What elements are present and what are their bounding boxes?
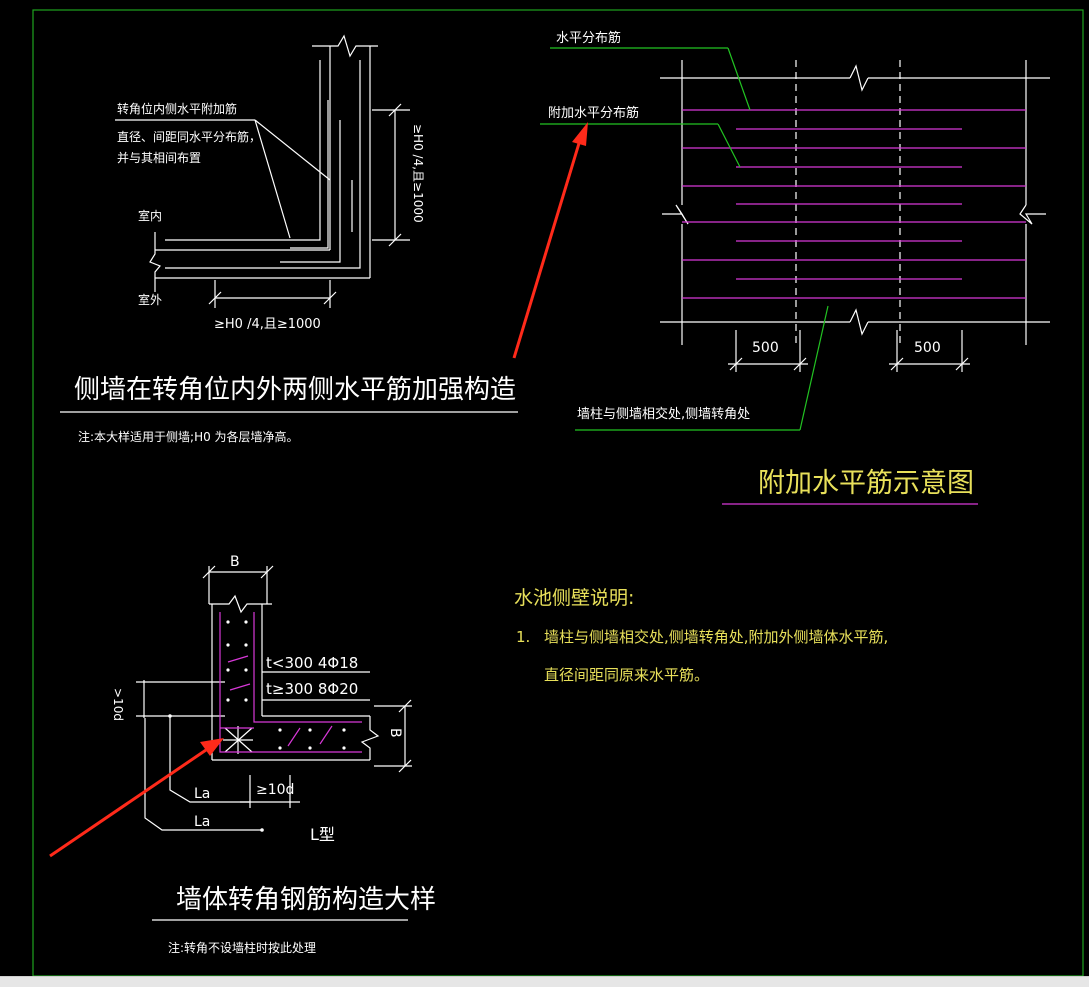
diagram-l-corner-detail [136, 565, 412, 921]
diagram-corner-horizontal-bars [60, 34, 518, 413]
red-arrow-top [512, 122, 588, 359]
anchorage-length-2: La [194, 814, 210, 830]
notes-item-line-1: 墙柱与侧墙相交处,侧墙转角处,附加外侧墙体水平筋, [544, 628, 888, 646]
dimension-10d-bottom: ≥10d [256, 782, 294, 798]
red-arrow-bottom [49, 738, 224, 858]
l-corner-note: 注:转角不设墙柱时按此处理 [168, 940, 316, 955]
dimension-b-top: B [230, 554, 240, 570]
dimension-500-left: 500 [752, 340, 779, 356]
corner-bar-label-1: 转角位内侧水平附加筋 [117, 101, 237, 116]
corner-bar-label-2: 直径、间距同水平分布筋， [117, 129, 261, 144]
notes-item-line-2: 直径间距同原来水平筋。 [544, 666, 709, 684]
notes-item-number: 1. [516, 628, 530, 646]
notes-heading: 水池侧壁说明: [514, 587, 634, 609]
indoor-label: 室内 [138, 208, 162, 223]
dimension-b-side: B [387, 728, 403, 738]
outdoor-label: 室外 [138, 292, 162, 307]
diagram-additional-bars [540, 47, 1050, 505]
additional-bars-title: 附加水平筋示意图 [758, 468, 974, 499]
dimension-10d-left: >10d [111, 688, 125, 721]
l-type-label: L型 [310, 825, 335, 844]
l-corner-title: 墙体转角钢筋构造大样 [176, 885, 436, 915]
intersection-label: 墙柱与侧墙相交处,侧墙转角处 [577, 406, 750, 422]
horizontal-bar-label: 水平分布筋 [556, 30, 621, 46]
horizontal-dimension-text: ≥H0 /4,且≥1000 [214, 317, 321, 332]
dimension-500-right: 500 [914, 340, 941, 356]
bottom-scroll-strip [0, 976, 1089, 987]
anchorage-length-1: La [194, 786, 210, 802]
corner-diagram-title: 侧墙在转角位内外两侧水平筋加强构造 [74, 375, 516, 405]
rebar-spec-large-wall: t≥300 8Φ20 [266, 680, 358, 698]
corner-bar-label-3: 并与其相间布置 [117, 151, 201, 165]
additional-bar-label: 附加水平分布筋 [548, 105, 639, 121]
vertical-dimension-text: ≥H0 /4,且≥1000 [411, 124, 425, 223]
corner-diagram-note: 注:本大样适用于侧墙;H0 为各层墙净高。 [78, 429, 299, 444]
rebar-spec-small-wall: t<300 4Φ18 [266, 654, 358, 672]
